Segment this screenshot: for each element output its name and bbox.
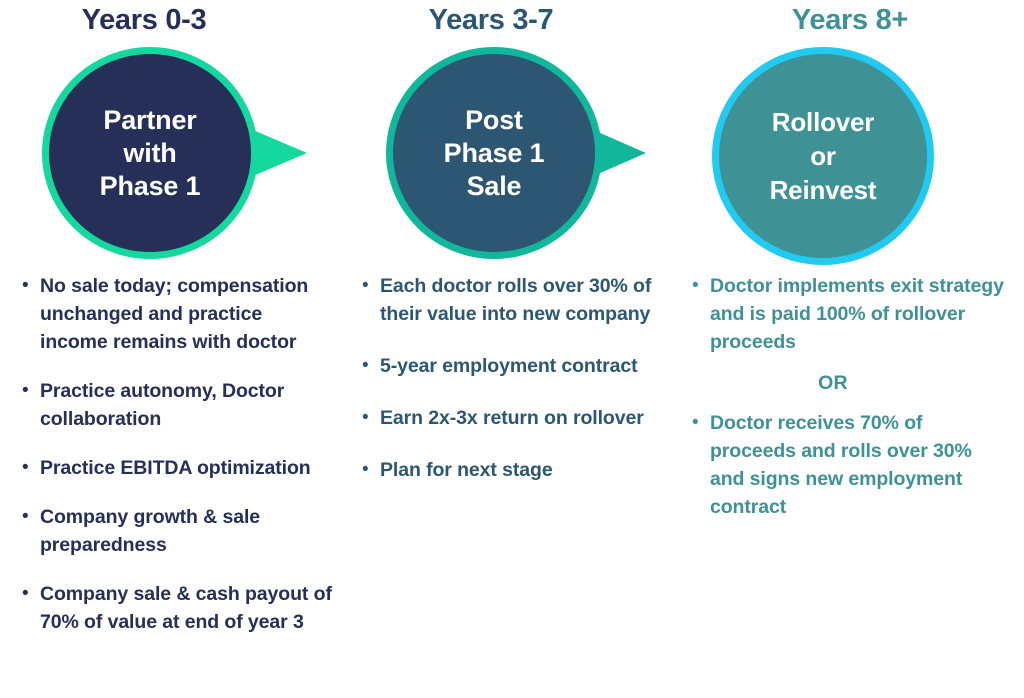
list-item-text: Doctor implements exit strategy and is p… [710, 275, 1004, 353]
stage-heading-2: Years 3-7 [428, 4, 554, 36]
bullet-dot-icon: • [22, 506, 29, 527]
bullet-dot-icon: • [362, 355, 369, 376]
stage-bullet-list-3: • Doctor implements exit strategy and is… [690, 272, 1024, 531]
list-item: • Practice autonomy, Doctor collaboratio… [22, 377, 334, 433]
stage-column-2: Years 3-7 Post Phase 1 Sale • Each docto… [350, 0, 690, 698]
list-item: • Plan for next stage [362, 456, 676, 484]
stage-circle-label-2: Post Phase 1 Sale [443, 104, 545, 201]
list-item-text: Each doctor rolls over 30% of their valu… [380, 275, 652, 325]
stage-column-1: Years 0-3 Partner with Phase 1 • No sale… [0, 0, 350, 698]
bullet-dot-icon: • [362, 407, 369, 428]
stage-heading-3: Years 8+ [791, 4, 909, 36]
list-item-text: No sale today; compensation unchanged an… [40, 275, 309, 353]
bullet-dot-icon: • [22, 457, 29, 478]
stage-circle-2: Post Phase 1 Sale [386, 47, 602, 259]
stage-heading-1: Years 0-3 [81, 4, 207, 36]
list-item: • Doctor receives 70% of proceeds and ro… [692, 409, 1008, 521]
list-item: • No sale today; compensation unchanged … [22, 272, 334, 356]
stage-bullet-list-1: • No sale today; compensation unchanged … [0, 272, 350, 657]
list-item: • Earn 2x-3x return on rollover [362, 404, 676, 432]
list-item-text: Doctor receives 70% of proceeds and roll… [710, 412, 972, 518]
stage-circle-label-1: Partner with Phase 1 [99, 104, 201, 201]
bullet-dot-icon: • [22, 380, 29, 401]
list-item: • Practice EBITDA optimization [22, 454, 334, 482]
stage-badge-3: Rollover or Reinvest [712, 47, 934, 265]
list-item: • 5-year employment contract [362, 352, 676, 380]
stage-badge-1: Partner with Phase 1 [42, 47, 307, 259]
list-item-text: Company growth & sale preparedness [40, 506, 261, 556]
list-item-text: 5-year employment contract [380, 355, 638, 377]
bullet-dot-icon: • [362, 275, 369, 296]
bullet-dot-icon: • [692, 275, 699, 296]
stage-circle-1: Partner with Phase 1 [42, 47, 258, 259]
stage-badge-2: Post Phase 1 Sale [386, 47, 646, 259]
bullet-dot-icon: • [692, 412, 699, 433]
list-item: • Company growth & sale preparedness [22, 503, 334, 559]
list-item: • Company sale & cash payout of 70% of v… [22, 580, 334, 636]
list-item-text: Plan for next stage [380, 459, 553, 481]
list-item-text: Earn 2x-3x return on rollover [380, 407, 644, 429]
stage-column-3: Years 8+ Rollover or Reinvest • Doctor i… [690, 0, 1024, 698]
list-item-text: Company sale & cash payout of 70% of val… [40, 583, 332, 633]
stage-circle-3: Rollover or Reinvest [712, 47, 934, 265]
list-item: • Doctor implements exit strategy and is… [692, 272, 1008, 356]
list-item: • Each doctor rolls over 30% of their va… [362, 272, 676, 328]
list-item-text: Practice autonomy, Doctor collaboration [40, 380, 285, 430]
or-divider-label: OR [818, 372, 848, 394]
bullet-dot-icon: • [22, 275, 29, 296]
bullet-dot-icon: • [22, 583, 29, 604]
list-item-text: Practice EBITDA optimization [40, 457, 311, 479]
stage-circle-label-3: Rollover or Reinvest [769, 107, 877, 205]
bullet-dot-icon: • [362, 459, 369, 480]
stage-bullet-list-2: • Each doctor rolls over 30% of their va… [350, 272, 690, 508]
